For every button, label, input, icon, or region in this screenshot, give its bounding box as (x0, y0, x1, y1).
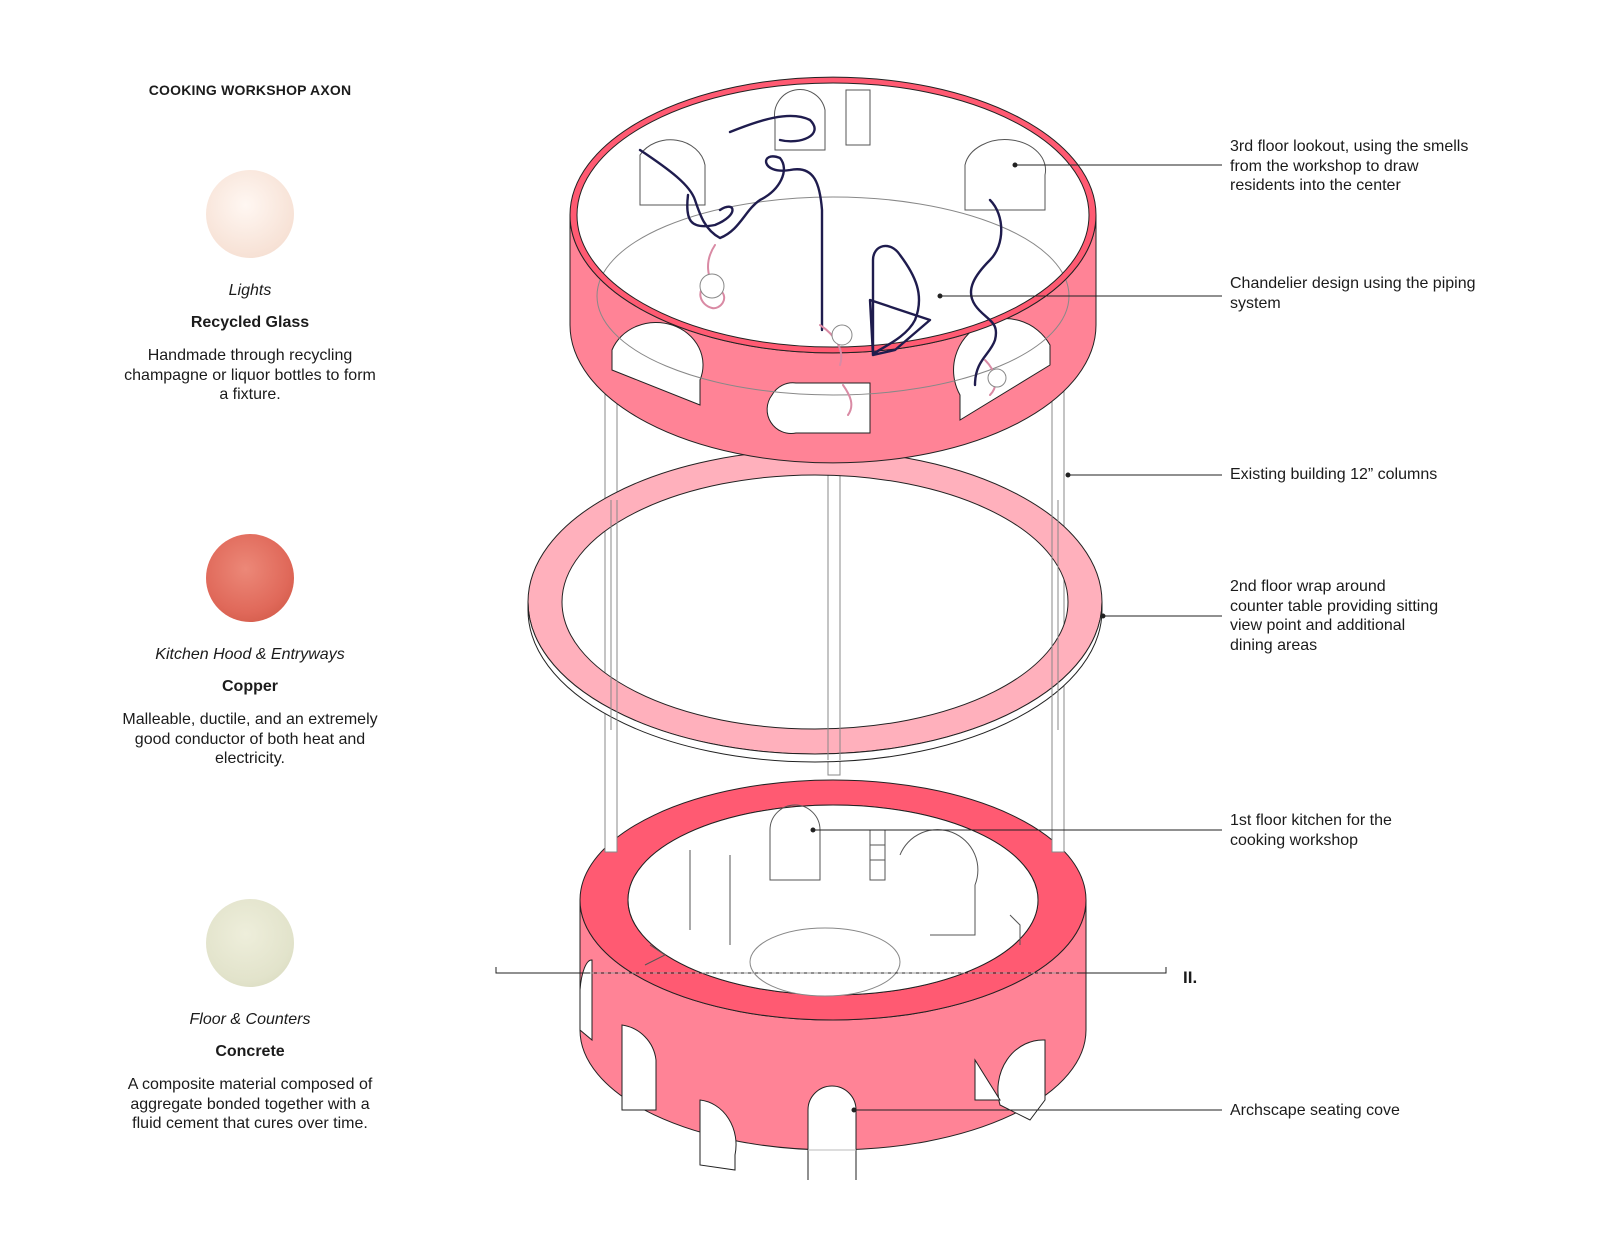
material-name: Copper (222, 678, 278, 695)
material-category: Lights (228, 282, 272, 299)
chandelier-piping (638, 114, 1007, 416)
section-cut-line (495, 967, 1167, 974)
callout-2nd-floor: 2nd floor wrap around counter table prov… (1230, 578, 1439, 654)
section-marker: II. (1183, 968, 1197, 987)
third-floor-ring (569, 76, 1097, 464)
copper-swatch (206, 534, 294, 622)
material-description: A composite material composed of aggrega… (127, 1076, 373, 1132)
diagram-title: COOKING WORKSHOP AXON (148, 82, 352, 98)
material-name: Concrete (215, 1043, 285, 1060)
material-description: Handmade through recycling champagne or … (124, 347, 376, 403)
callout-3rd-floor: 3rd floor lookout, using the smells from… (1230, 138, 1469, 194)
callout-seating-cove: Archscape seating cove (1230, 1102, 1400, 1119)
callout-chandelier: Chandelier design using the piping syste… (1230, 275, 1476, 312)
callout-columns: Existing building 12” columns (1230, 466, 1438, 483)
material-category: Floor & Counters (189, 1011, 311, 1028)
seating-cove-arch (807, 1085, 857, 1180)
callout-1st-floor: 1st floor kitchen for the cooking worksh… (1230, 812, 1392, 849)
material-name: Recycled Glass (190, 314, 310, 331)
second-floor-ring (527, 449, 1103, 763)
material-description: Malleable, ductile, and an extremely goo… (122, 711, 378, 767)
recycled-glass-swatch (206, 170, 294, 258)
concrete-swatch (206, 899, 294, 987)
material-copper: Kitchen Hood & Entryways Copper Malleabl… (120, 534, 380, 769)
material-concrete: Floor & Counters Concrete A composite ma… (120, 899, 380, 1134)
material-category: Kitchen Hood & Entryways (155, 646, 345, 663)
callout-leaders (810, 162, 1222, 1113)
material-recycled-glass: Lights Recycled Glass Handmade through r… (120, 170, 380, 405)
first-floor-ring (579, 779, 1087, 1180)
